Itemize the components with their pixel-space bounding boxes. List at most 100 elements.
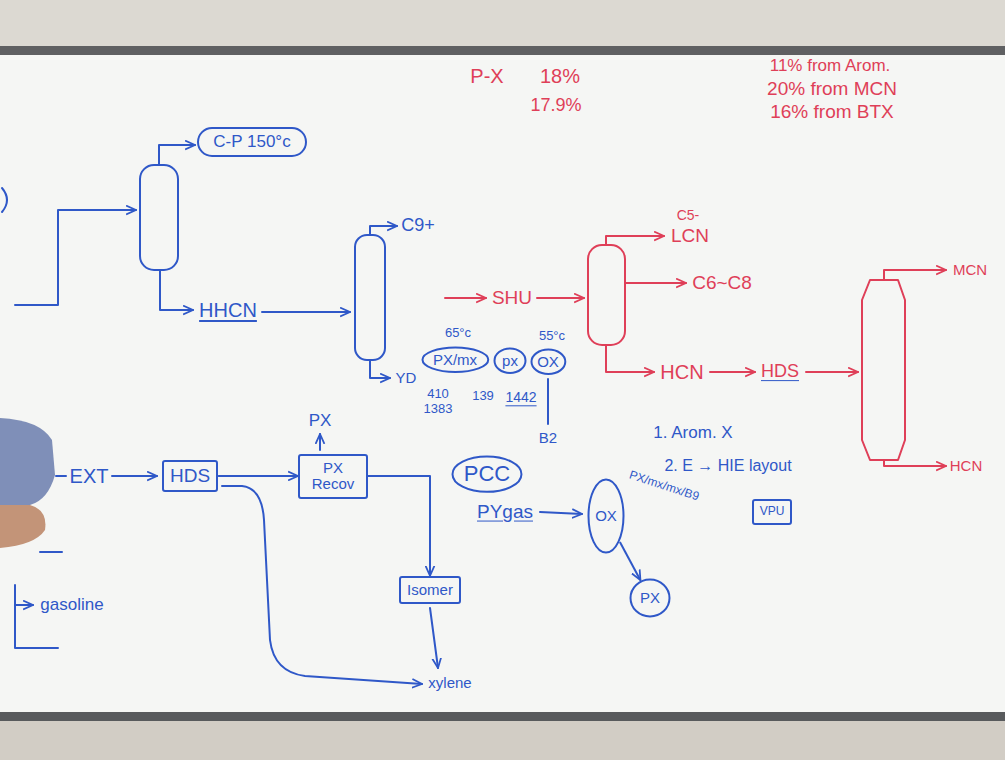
node-body: PX <box>640 590 660 607</box>
number: 410 <box>427 387 449 401</box>
process-box: PX Recov <box>298 454 368 499</box>
feed-line <box>806 371 858 373</box>
overhead-line <box>606 236 664 245</box>
side-draw-line <box>625 282 686 284</box>
unit-circle: PCC <box>451 455 523 493</box>
process-box: Isomer <box>399 576 461 605</box>
oval-outline-shape <box>495 349 526 373</box>
stream-label: PX <box>309 412 332 431</box>
overhead-line <box>159 145 195 165</box>
product-oval: px <box>493 347 527 374</box>
node-text: PX <box>640 590 660 607</box>
arm-hand <box>0 505 45 548</box>
note: 11% from Arom. <box>770 57 891 76</box>
stream-label: C5- <box>677 208 700 223</box>
board-frame <box>0 712 1005 721</box>
unit-box: VPU <box>752 499 793 524</box>
flow-arrow <box>368 476 430 576</box>
stream-label: C9+ <box>401 216 435 236</box>
feed-line <box>537 297 584 299</box>
stream-label: EXT <box>70 465 109 487</box>
node-body: PCC <box>464 462 510 486</box>
feed-line <box>262 311 350 313</box>
node-body: PX Recov <box>306 460 360 493</box>
unit-label: SHU <box>492 288 532 309</box>
stream-label: HCN <box>950 458 983 475</box>
stream-label: HHCN <box>199 299 257 321</box>
node-text: PX/mx <box>433 352 477 369</box>
wall <box>0 721 1005 760</box>
feed-line <box>15 210 136 305</box>
node-body: C-P 150°c <box>213 133 290 152</box>
bracket-line <box>15 585 58 648</box>
product-circle: PX <box>629 578 671 618</box>
node-body: px <box>502 353 518 370</box>
node-text: OX <box>595 508 617 525</box>
stream-label: B2 <box>539 430 557 447</box>
product-line <box>430 608 438 668</box>
oval-outline-shape <box>531 350 565 374</box>
note: 2. E → HIE layout <box>664 457 791 475</box>
stream-label: C6~C8 <box>692 273 752 294</box>
oval-outline-shape <box>422 348 488 372</box>
node-text: PX Recov <box>306 460 360 493</box>
overhead-line <box>884 270 946 280</box>
node-text: px <box>502 353 518 370</box>
product-line <box>319 434 321 450</box>
stream-label: xylene <box>428 675 471 692</box>
oval-outline-shape <box>453 456 522 491</box>
oval-outline-shape <box>631 580 670 617</box>
flow-arrow <box>218 475 298 477</box>
leader-line <box>547 379 549 424</box>
flow-arrow <box>620 542 641 580</box>
overhead-line <box>370 226 397 235</box>
bottoms-line <box>160 270 193 310</box>
process-box: HDS <box>162 460 218 493</box>
bottoms-line <box>370 360 390 378</box>
column-oval: OX <box>587 478 625 554</box>
note: 1. Arom. X <box>653 424 732 443</box>
product-oval: PX/mx <box>421 346 490 373</box>
percentage: 18% <box>540 65 580 87</box>
distillation-column <box>862 280 905 460</box>
stream-label: gasoline <box>40 596 103 615</box>
node-body: OX <box>595 508 617 525</box>
feed-stub <box>56 475 66 477</box>
node-body: Isomer <box>407 582 453 599</box>
board-surface <box>0 55 1005 712</box>
feed-stub <box>2 188 7 212</box>
distillation-column <box>355 235 385 360</box>
stream-label: HCN <box>660 361 703 383</box>
temperature: 65°c <box>445 326 471 340</box>
node-text: PCC <box>464 462 510 486</box>
node-body: VPU <box>760 505 785 518</box>
stream-label: PYgas <box>477 502 533 523</box>
wall <box>0 0 1005 46</box>
stream-oval: C-P 150°c <box>197 127 307 158</box>
node-body: HDS <box>170 466 210 487</box>
unit-label: HDS <box>761 362 799 382</box>
node-text: C-P 150°c <box>213 133 290 152</box>
note: 16% from BTX <box>770 102 894 123</box>
number: 139 <box>472 389 494 403</box>
arm-sleeve <box>0 418 55 505</box>
bypass-line <box>222 486 422 684</box>
number: 1442 <box>505 390 536 405</box>
distillation-column <box>140 165 178 270</box>
feed-line <box>710 371 755 373</box>
distillation-column <box>588 245 625 345</box>
bottoms-line <box>884 460 946 466</box>
stream-label: MCN <box>953 262 987 279</box>
stream-label: YD <box>396 370 417 387</box>
product-oval: OX <box>530 348 567 375</box>
number: 1383 <box>424 402 453 416</box>
feed-line <box>112 475 157 477</box>
node-text: OX <box>537 354 559 371</box>
board-frame <box>0 46 1005 55</box>
node-text: HDS <box>170 466 210 487</box>
bracket-line <box>40 551 62 553</box>
oval-outline-shape <box>589 480 624 553</box>
feed-line <box>445 297 486 299</box>
feed-line <box>540 512 582 514</box>
